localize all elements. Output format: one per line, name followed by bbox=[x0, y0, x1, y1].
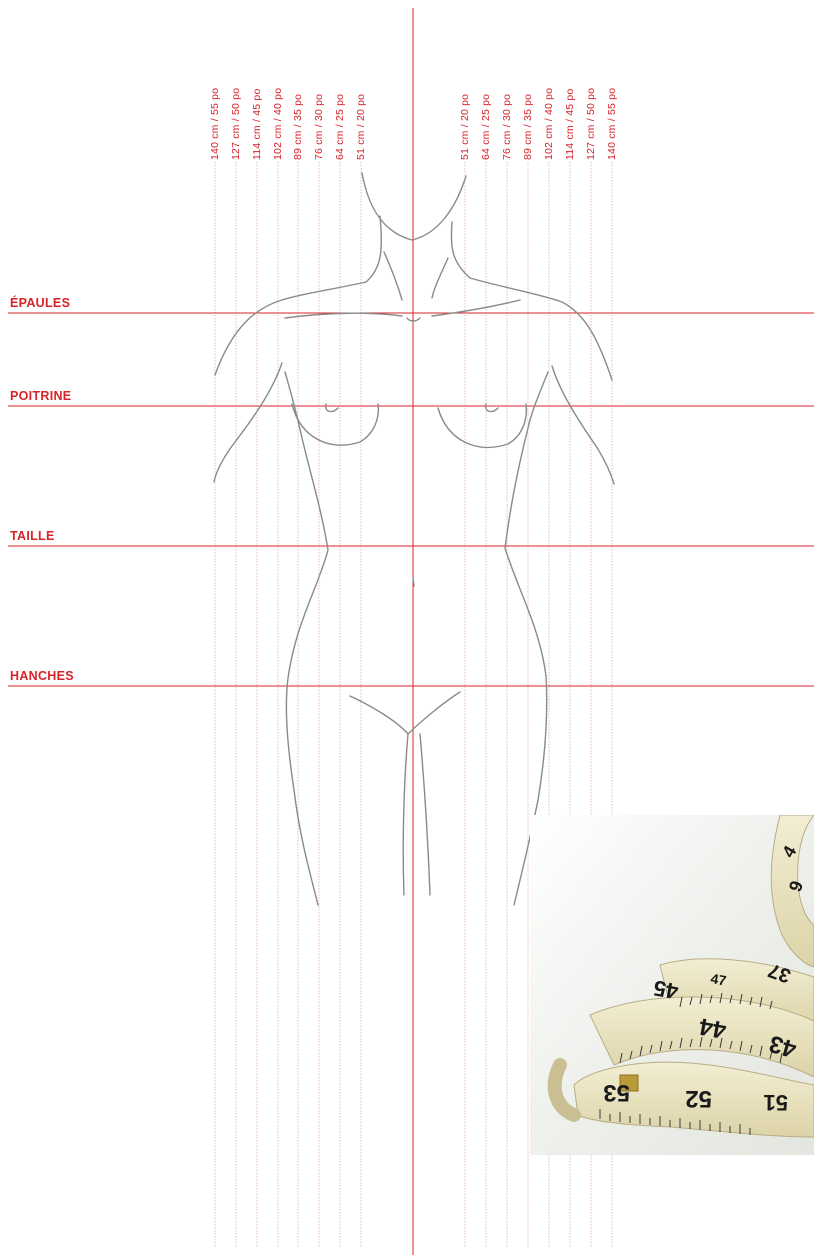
leg-left-inner bbox=[403, 734, 408, 895]
leg-right-inner bbox=[420, 734, 430, 895]
size-label-left-7: 51 cm / 20 po bbox=[354, 60, 368, 160]
tape-number: 51 bbox=[764, 1090, 788, 1115]
tape-number: 45 bbox=[652, 975, 680, 1004]
tape-number: 44 bbox=[697, 1012, 729, 1043]
size-label-right-1: 64 cm / 25 po bbox=[479, 60, 493, 160]
size-label-right-4: 102 cm / 40 po bbox=[542, 60, 556, 160]
size-label-left-6: 64 cm / 25 po bbox=[333, 60, 347, 160]
size-label-right-6: 127 cm / 50 po bbox=[584, 60, 598, 160]
neck-left bbox=[366, 216, 381, 282]
body-line-label-3: HANCHES bbox=[10, 669, 74, 683]
navel bbox=[413, 578, 414, 586]
tape-number: 52 bbox=[685, 1085, 712, 1112]
clavicle-left bbox=[285, 313, 402, 318]
neck-right bbox=[451, 222, 470, 278]
tape-number: 53 bbox=[603, 1079, 630, 1106]
size-label-right-3: 89 cm / 35 po bbox=[521, 60, 535, 160]
size-label-left-3: 102 cm / 40 po bbox=[271, 60, 285, 160]
sternum-notch bbox=[407, 318, 420, 321]
torso-left bbox=[285, 372, 328, 905]
measuring-tape-photo: 4 9 47 45 44 43 37 53 52 51 bbox=[530, 815, 814, 1155]
body-line-label-0: ÉPAULES bbox=[10, 296, 70, 310]
size-label-left-1: 127 cm / 50 po bbox=[229, 60, 243, 160]
nipple-right bbox=[486, 404, 498, 411]
pelvis-v bbox=[350, 692, 460, 734]
breast-right bbox=[438, 404, 526, 447]
size-label-right-0: 51 cm / 20 po bbox=[458, 60, 472, 160]
arm-left bbox=[214, 363, 282, 482]
face-outline bbox=[362, 173, 466, 240]
shoulder-left bbox=[215, 282, 366, 375]
size-label-left-0: 140 cm / 55 po bbox=[208, 60, 222, 160]
nipple-left bbox=[326, 404, 338, 411]
tape-number: 47 bbox=[709, 970, 727, 988]
body-line-label-1: POITRINE bbox=[10, 389, 71, 403]
size-label-left-2: 114 cm / 45 po bbox=[250, 60, 264, 160]
size-label-right-2: 76 cm / 30 po bbox=[500, 60, 514, 160]
size-label-left-4: 89 cm / 35 po bbox=[291, 60, 305, 160]
body-line-label-2: TAILLE bbox=[10, 529, 55, 543]
size-label-right-5: 114 cm / 45 po bbox=[563, 60, 577, 160]
shoulder-right bbox=[470, 278, 612, 380]
size-label-left-5: 76 cm / 30 po bbox=[312, 60, 326, 160]
neck-right-inner bbox=[432, 258, 448, 298]
clavicle-right bbox=[432, 300, 520, 316]
arm-right bbox=[552, 366, 614, 484]
neck-left-inner bbox=[384, 252, 402, 300]
size-label-right-7: 140 cm / 55 po bbox=[605, 60, 619, 160]
